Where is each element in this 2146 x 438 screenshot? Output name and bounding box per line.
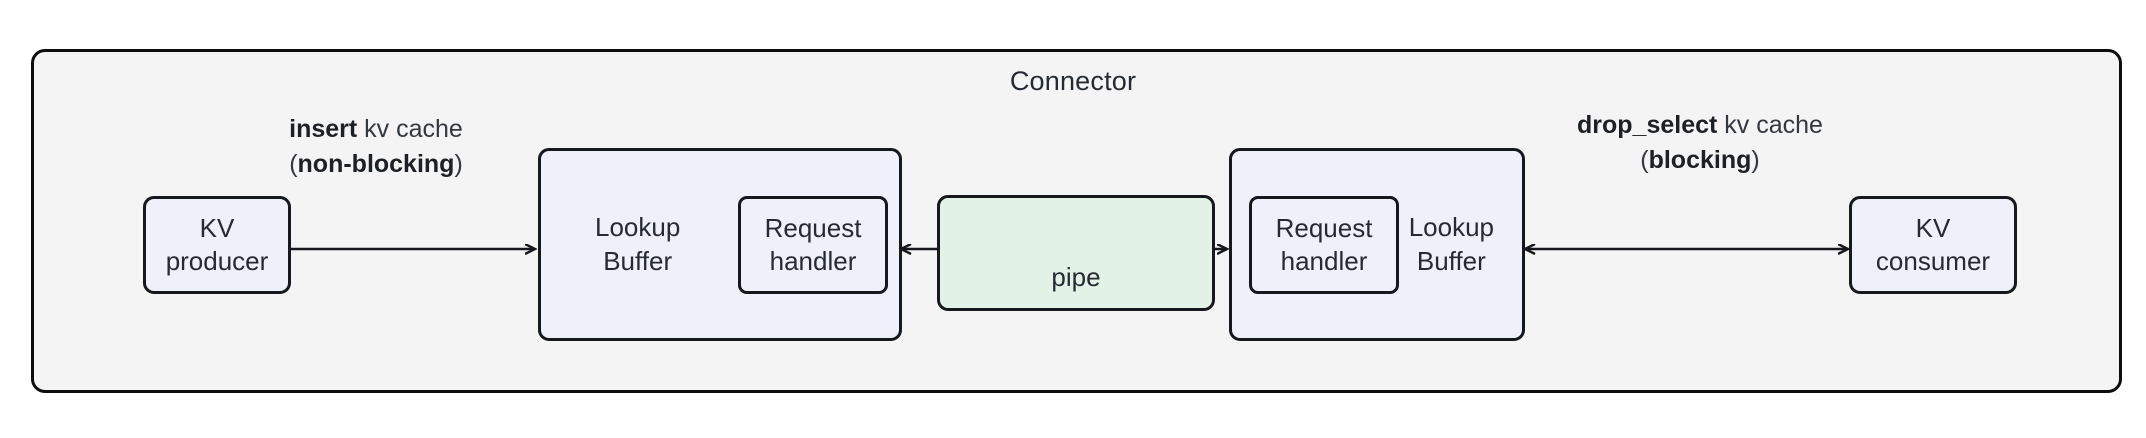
pipe-node: pipe bbox=[937, 195, 1215, 311]
kv-producer-label: KV producer bbox=[165, 212, 269, 276]
request-handler-left-node: Request handler bbox=[738, 196, 888, 294]
request-handler-left-label: Request handler bbox=[764, 212, 862, 276]
pipe-label: pipe bbox=[1051, 261, 1101, 292]
kv-consumer-label: KV consumer bbox=[1875, 212, 1991, 276]
drop-select-paren-open: ( bbox=[1640, 145, 1649, 174]
request-handler-right-label: Request handler bbox=[1275, 212, 1373, 276]
insert-emphasis: insert bbox=[289, 115, 358, 143]
drop-select-paren-emphasis: blocking bbox=[1648, 145, 1752, 174]
lookup-buffer-left-label: Lookup Buffer bbox=[595, 212, 681, 276]
drop-select-emphasis: drop_select bbox=[1577, 111, 1718, 139]
kv-producer-node: KV producer bbox=[143, 196, 291, 294]
insert-paren-open: ( bbox=[289, 149, 298, 178]
drop-select-edge-label: drop_select kv cache (blocking) bbox=[1540, 108, 1860, 177]
kv-consumer-node: KV consumer bbox=[1849, 196, 2017, 294]
insert-paren-close: ) bbox=[454, 149, 463, 178]
lookup-buffer-right-label: Lookup Buffer bbox=[1408, 212, 1494, 276]
drop-select-rest: kv cache bbox=[1717, 111, 1823, 139]
drop-select-paren-close: ) bbox=[1751, 145, 1760, 174]
request-handler-right-node: Request handler bbox=[1249, 196, 1399, 294]
insert-paren-emphasis: non-blocking bbox=[297, 149, 455, 178]
insert-edge-label: insert kv cache (non-blocking) bbox=[216, 112, 536, 181]
connector-title: Connector bbox=[1009, 66, 1137, 96]
insert-rest: kv cache bbox=[357, 115, 463, 143]
